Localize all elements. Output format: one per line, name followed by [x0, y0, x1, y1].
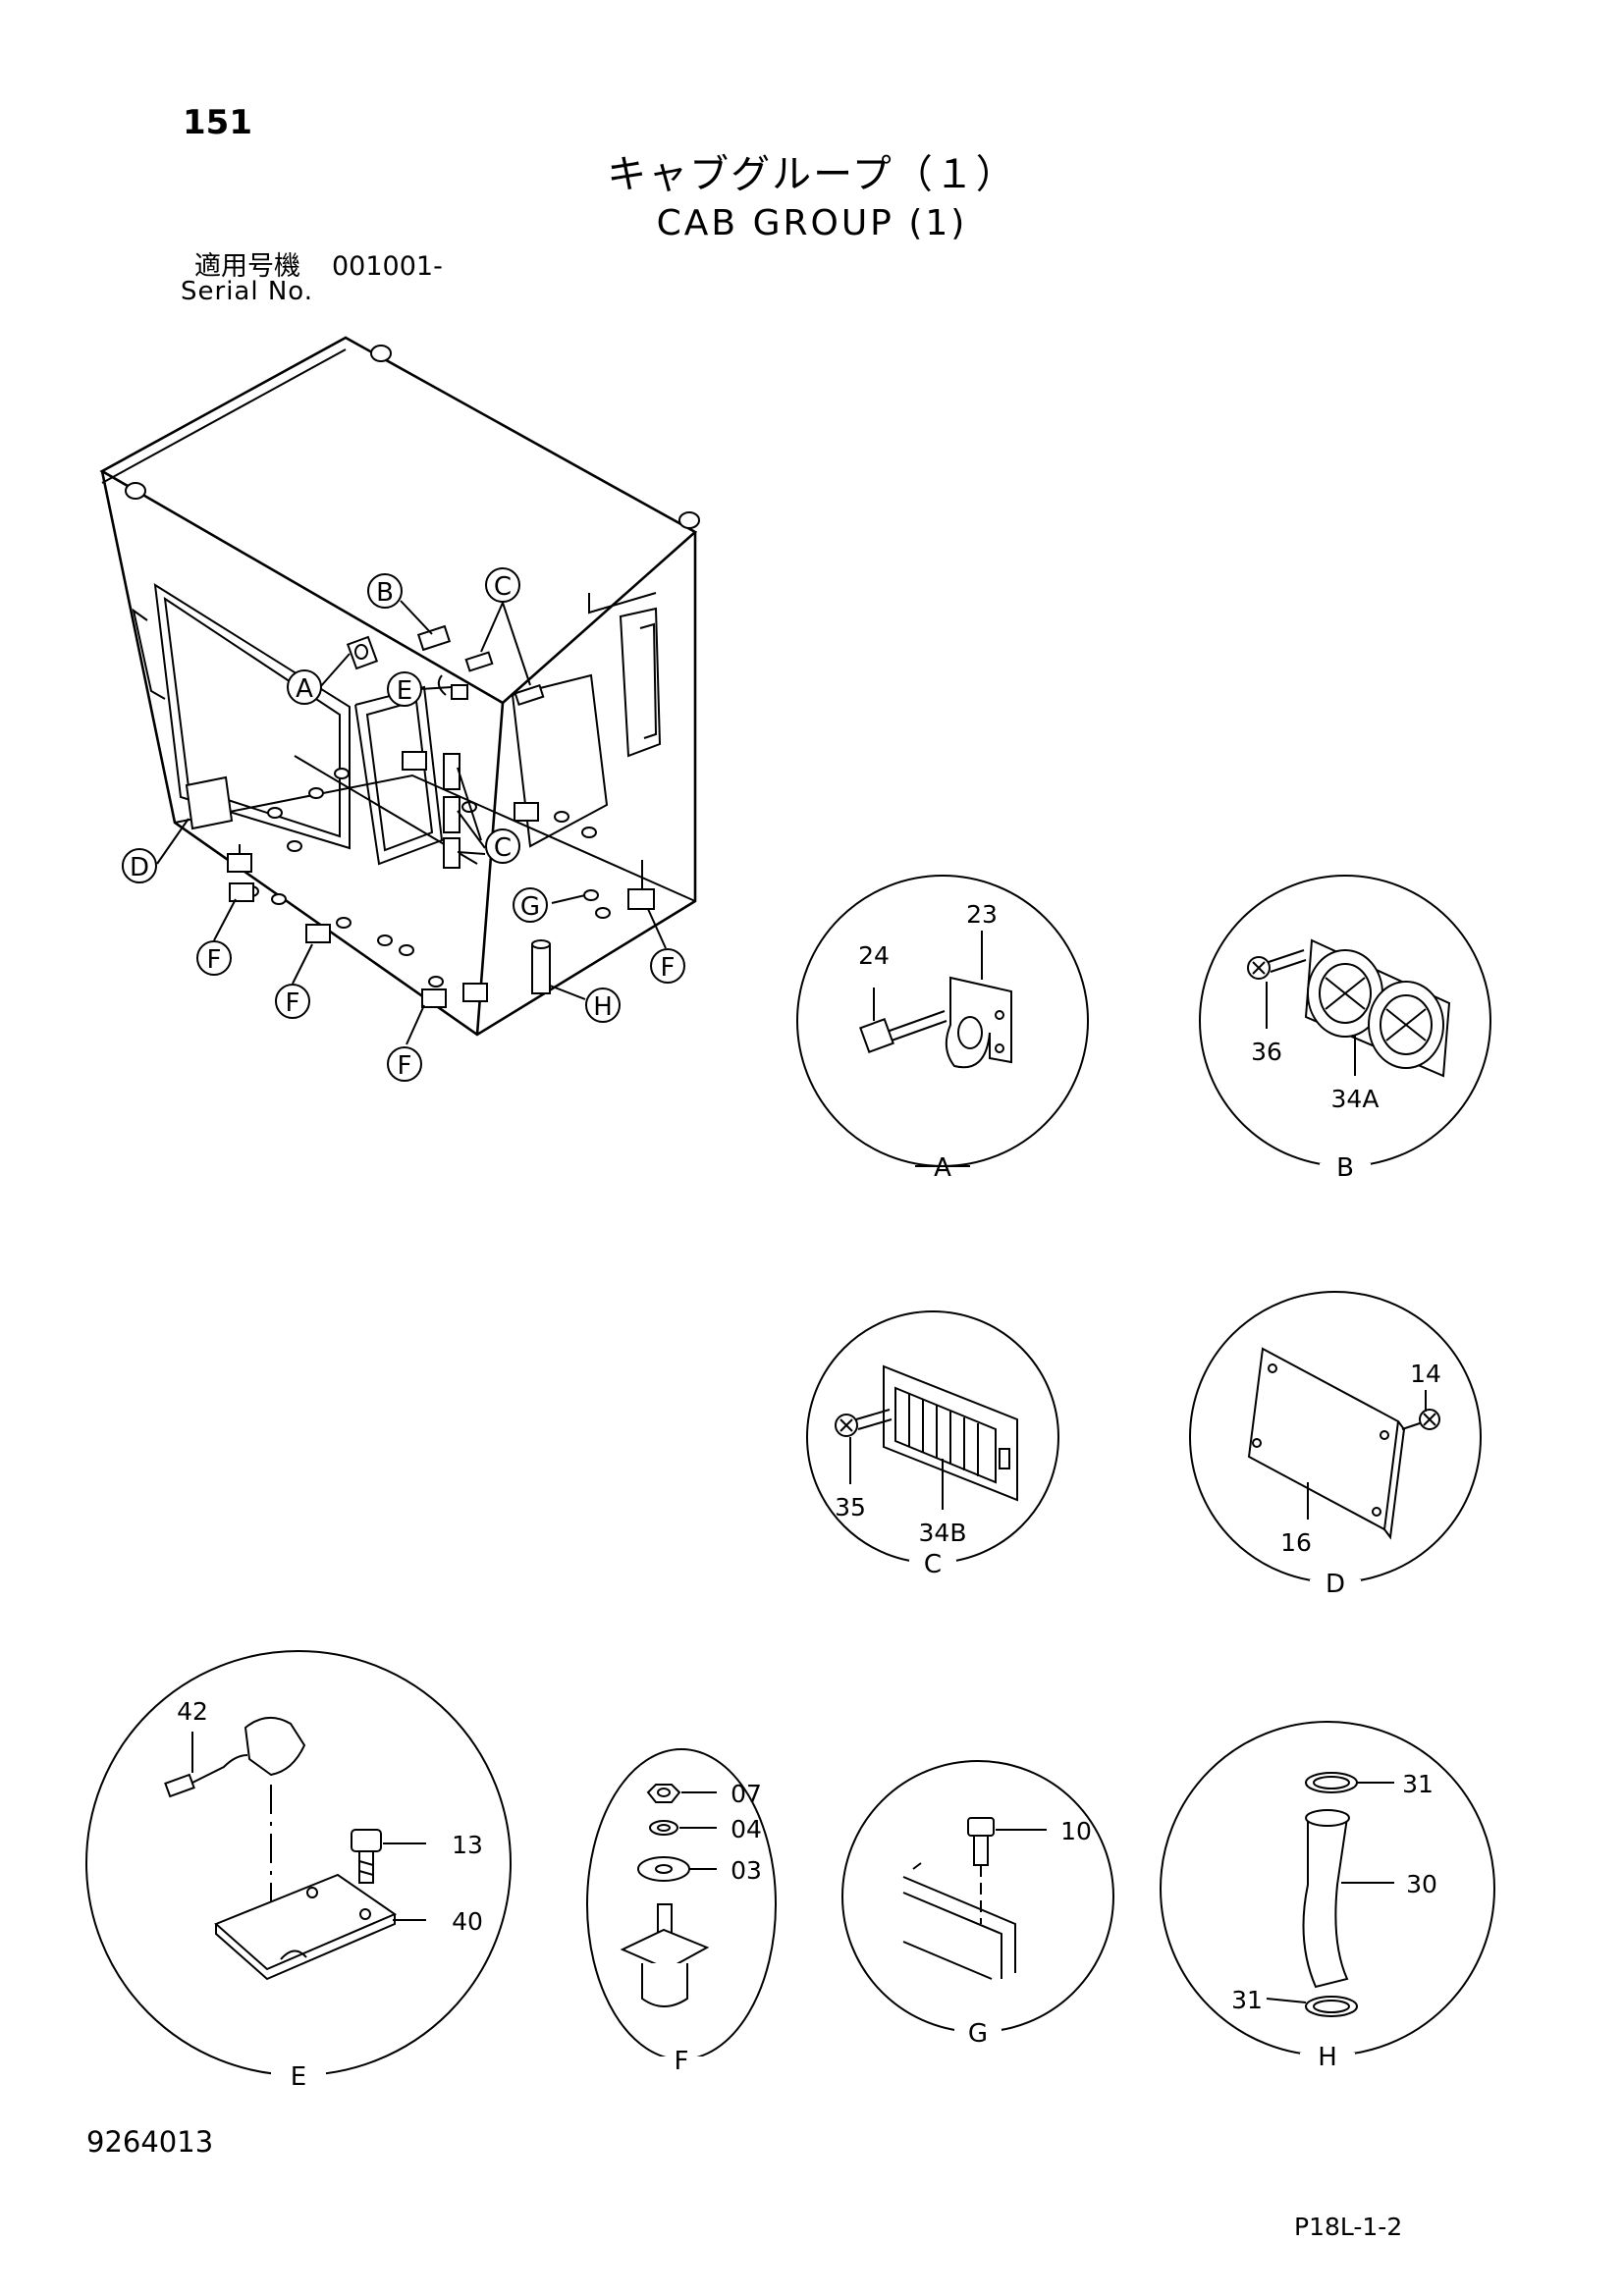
callout-b-label: B [376, 578, 394, 608]
detail-e-label: E [291, 2062, 306, 2092]
part-30: 30 [1406, 1870, 1437, 1898]
page-number: 151 [183, 103, 252, 142]
page-code: P18L-1-2 [1294, 2213, 1403, 2241]
callout-h-label: H [593, 992, 613, 1022]
part-14: 14 [1410, 1360, 1441, 1388]
part-10: 10 [1060, 1817, 1092, 1845]
callout-e-label: E [397, 676, 412, 706]
part-16: 16 [1280, 1528, 1312, 1557]
floor-bolts [244, 768, 611, 988]
detail-e: E 42 13 40 [85, 1650, 512, 2092]
callout-f-center-label: F [286, 988, 300, 1018]
callout-f-left-label: F [207, 945, 222, 975]
callout-c-middle: C [485, 828, 520, 864]
callout-h: H [585, 988, 621, 1023]
drawing-number: 9264013 [86, 2125, 214, 2159]
part-03: 03 [731, 1856, 762, 1885]
detail-c-label: C [924, 1550, 942, 1579]
detail-b: B 36 34A [1199, 875, 1491, 1183]
title-japanese: キャブグループ（１） [607, 152, 1017, 197]
detail-h: H 31 30 31 [1160, 1721, 1495, 2072]
callout-g: G [513, 887, 548, 923]
detail-f: F 07 04 03 [586, 1748, 777, 2076]
part-34b: 34B [919, 1519, 967, 1547]
callout-f-right-label: F [661, 953, 676, 983]
callout-a: A [287, 669, 322, 705]
part-24: 24 [858, 941, 890, 970]
detail-a-label: A [934, 1153, 951, 1183]
callout-d-label: D [130, 853, 149, 882]
part-31-top: 31 [1402, 1770, 1434, 1798]
detail-g-label: G [968, 2019, 988, 2049]
title-english: CAB GROUP (1) [656, 203, 968, 243]
callout-c-middle-label: C [494, 833, 512, 863]
detail-c: C 35 34B [806, 1310, 1059, 1579]
serial-label-japanese: 適用号機 [194, 251, 300, 282]
detail-d: D 14 16 [1189, 1291, 1482, 1599]
cab-overview-illustration [99, 336, 700, 1037]
detail-h-label: H [1318, 2043, 1337, 2072]
callout-f-bottom-label: F [398, 1051, 412, 1081]
callout-c-top: C [485, 567, 520, 603]
callout-c-top-label: C [494, 572, 512, 602]
callout-g-label: G [520, 892, 540, 922]
detail-f-label: F [675, 2047, 689, 2076]
part-35: 35 [835, 1493, 866, 1522]
part-42: 42 [177, 1697, 208, 1726]
callout-f-center: F [275, 984, 310, 1019]
detail-b-label: B [1336, 1153, 1354, 1183]
part-23: 23 [966, 900, 998, 929]
callout-d: D [122, 848, 157, 883]
part-31-bottom: 31 [1231, 1986, 1263, 2014]
serial-label-english: Serial No. [181, 277, 313, 306]
detail-d-label: D [1326, 1570, 1345, 1599]
overview-leader-lines [156, 600, 667, 1045]
callout-a-label: A [296, 674, 313, 704]
part-36: 36 [1251, 1038, 1282, 1066]
serial-number-value: 001001- [332, 251, 443, 282]
callout-f-left: F [196, 940, 232, 976]
detail-g: G 10 [841, 1760, 1114, 2049]
callout-f-bottom: F [387, 1046, 422, 1082]
callout-b: B [367, 573, 403, 609]
callout-f-right: F [650, 948, 685, 984]
part-04: 04 [731, 1815, 762, 1843]
cab-mounts [227, 751, 655, 1008]
callout-e: E [387, 671, 422, 707]
part-07: 07 [731, 1780, 762, 1808]
part-13: 13 [452, 1831, 483, 1859]
part-40: 40 [452, 1907, 483, 1936]
detail-a: A 24 23 [796, 875, 1089, 1183]
part-34a: 34A [1331, 1085, 1380, 1113]
